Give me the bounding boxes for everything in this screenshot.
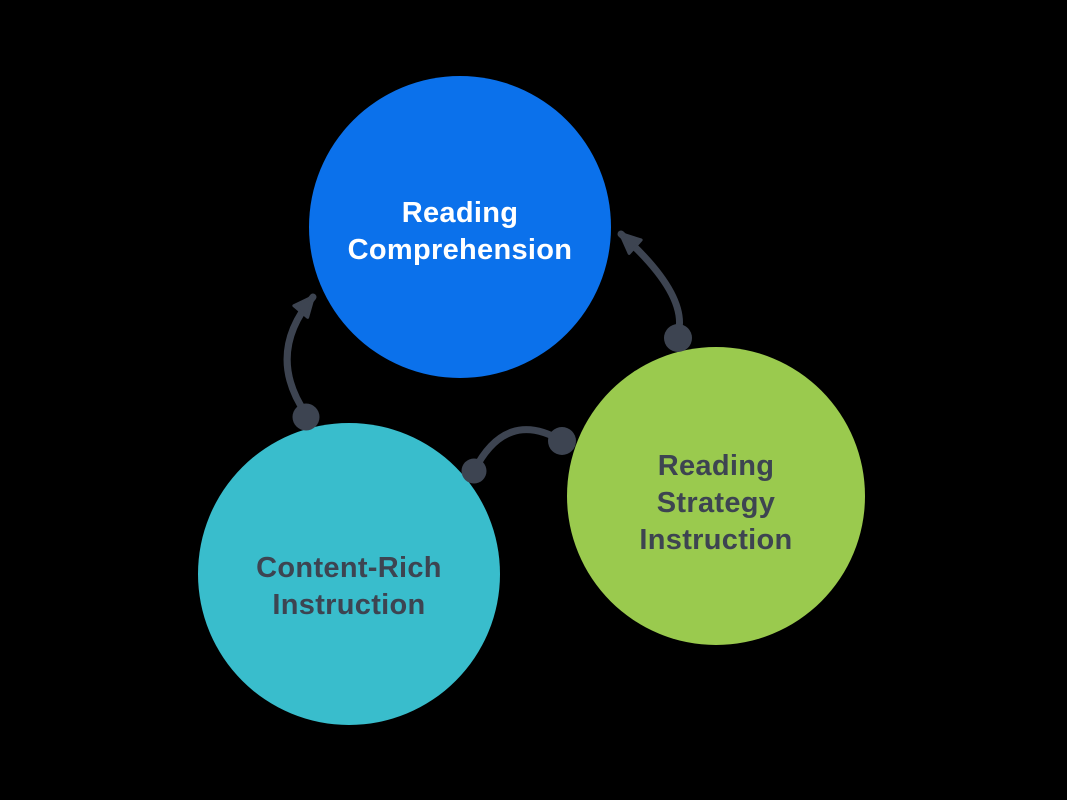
connector-start-dot-icon bbox=[664, 324, 692, 352]
connector-content-rich-to-reading-comprehension bbox=[283, 293, 320, 431]
label-line: Reading bbox=[401, 197, 519, 229]
node-reading-comprehension-label: Reading Comprehension bbox=[348, 195, 573, 269]
label-line: Comprehension bbox=[347, 234, 573, 266]
label-line: Instruction bbox=[639, 523, 793, 556]
node-content-rich-instruction-label: Content-Rich Instruction bbox=[256, 550, 442, 624]
connector-content-rich-to-reading-strategy bbox=[461, 426, 576, 484]
label-line: Instruction bbox=[272, 589, 426, 621]
label-line: Reading bbox=[657, 449, 775, 482]
node-reading-strategy-instruction-label: Reading Strategy Instruction bbox=[639, 448, 792, 559]
node-content-rich-instruction: Content-Rich Instruction bbox=[198, 423, 500, 725]
connector-end-dot-icon bbox=[548, 427, 576, 455]
node-reading-comprehension: Reading Comprehension bbox=[309, 76, 611, 378]
label-line: Content-Rich bbox=[256, 552, 442, 584]
node-reading-strategy-instruction: Reading Strategy Instruction bbox=[567, 347, 865, 645]
connector-reading-strategy-to-reading-comprehension bbox=[617, 230, 692, 352]
label-line: Strategy bbox=[656, 486, 776, 519]
